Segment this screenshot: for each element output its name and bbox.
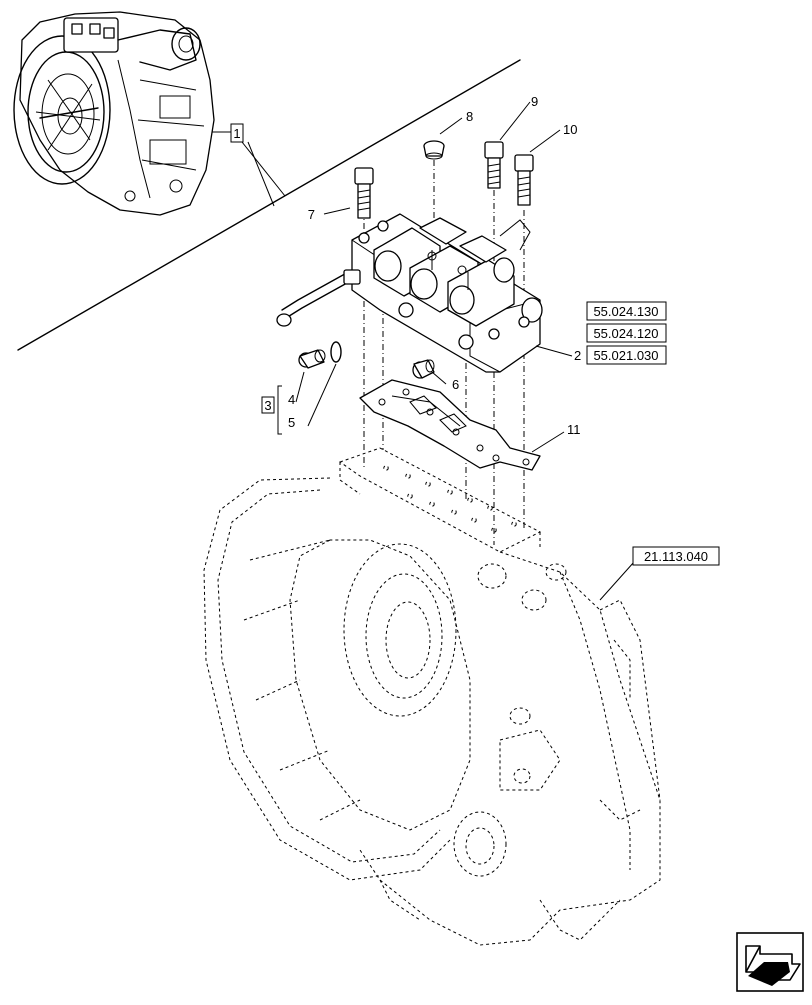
callout-6[interactable]: 6 (452, 377, 459, 392)
reference-box-housing[interactable]: 21.113.040 (632, 546, 720, 566)
callout-10[interactable]: 10 (563, 122, 577, 137)
transmission-housing[interactable] (203, 447, 661, 946)
reference-box-c[interactable]: 55.021.030 (586, 345, 667, 365)
callout-1-label: 1 (233, 126, 240, 141)
callout-2[interactable]: 2 (574, 348, 581, 363)
reference-box-b[interactable]: 55.024.120 (586, 323, 667, 343)
callout-9[interactable]: 9 (531, 94, 538, 109)
callout-5[interactable]: 5 (288, 415, 295, 430)
callout-8[interactable]: 8 (466, 109, 473, 124)
gasket-11[interactable] (359, 379, 541, 471)
callout-11[interactable]: 11 (567, 422, 581, 437)
reference-a-label: 55.024.130 (593, 304, 658, 319)
callout-3-label: 3 (264, 398, 271, 413)
plug-4[interactable] (298, 349, 326, 369)
reference-c-label: 55.021.030 (593, 348, 658, 363)
bolt-9[interactable] (484, 141, 504, 189)
transmission-thumbnail (13, 11, 215, 216)
next-page-arrow-icon[interactable] (736, 932, 804, 992)
section-separator (17, 59, 521, 351)
plug-8[interactable] (423, 140, 445, 160)
callout-1-box[interactable]: 1 (230, 123, 244, 143)
callout-4[interactable]: 4 (288, 392, 295, 407)
leader-lines (277, 101, 635, 601)
seal-ring-5[interactable] (330, 341, 342, 363)
bolt-7[interactable] (354, 167, 374, 219)
callout-3-box[interactable]: 3 (261, 396, 275, 414)
plug-6[interactable] (412, 359, 435, 379)
valve-block-2[interactable] (276, 213, 543, 373)
reference-box-a[interactable]: 55.024.130 (586, 301, 667, 321)
reference-b-label: 55.024.120 (593, 326, 658, 341)
bolt-10[interactable] (514, 154, 534, 206)
callout-7[interactable]: 7 (308, 207, 315, 222)
reference-housing-label: 21.113.040 (644, 549, 708, 564)
